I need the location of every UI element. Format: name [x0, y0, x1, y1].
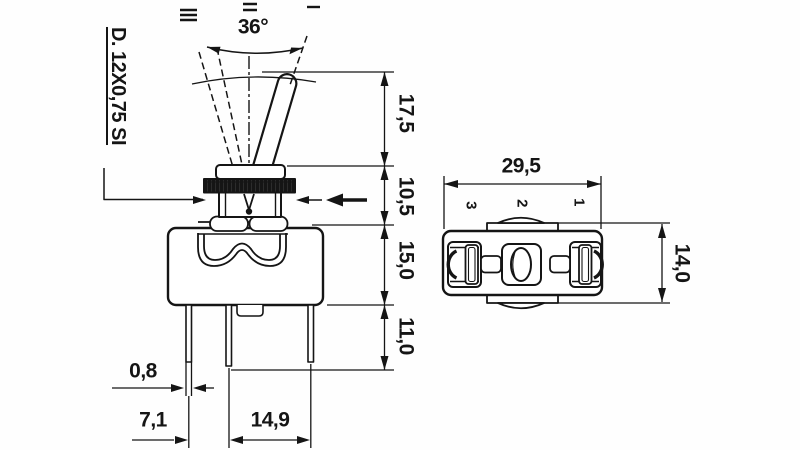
pin-pitch-right-dim-label: 14,9: [250, 408, 290, 432]
bushing-height-dim-label: 10,5: [394, 176, 418, 216]
height-dimension: [558, 222, 670, 304]
height-dim-label: 14,0: [670, 243, 694, 283]
pin-pitch-dimensions: [132, 364, 312, 448]
knurled-nut: [203, 164, 296, 194]
angle-dim-label: 36°: [237, 15, 269, 39]
body-height-dim-label: 15,0: [394, 240, 418, 280]
height-dimension-chain: [231, 71, 394, 371]
thread-callout-leader: [103, 168, 322, 204]
lever-height-dim-label: 17,5: [394, 93, 418, 133]
seal-washers: [209, 215, 289, 232]
pin-length-dim-label: 11,0: [394, 317, 418, 355]
angle-dimension-arc: [206, 46, 304, 55]
terminal-3-label: 3: [462, 201, 480, 209]
pin-width-dimension: [112, 362, 214, 396]
terminal-clamp-left: [446, 241, 502, 288]
housing-tabs: [486, 216, 559, 310]
pin-pitch-left-dim-label: 7,1: [139, 408, 167, 432]
terminal-1-label: 1: [570, 198, 588, 206]
actuation-arrow: [326, 193, 367, 207]
terminal-pins: [185, 304, 315, 367]
width-dimension: [443, 176, 602, 229]
crop-marks: [180, 2, 320, 22]
pin-thickness-dim-label: 0,8: [129, 359, 157, 383]
terminal-2-label: 2: [513, 199, 531, 207]
width-dim-label: 29,5: [501, 154, 541, 178]
terminal-clamp-right: [549, 241, 604, 288]
thread-callout-label: D. 12X0,75 SI: [107, 26, 129, 146]
lever-sweep-arc: [191, 76, 317, 85]
lever-pivot: [243, 193, 255, 215]
terminal-center: [501, 243, 542, 286]
switch-body: [166, 226, 325, 307]
